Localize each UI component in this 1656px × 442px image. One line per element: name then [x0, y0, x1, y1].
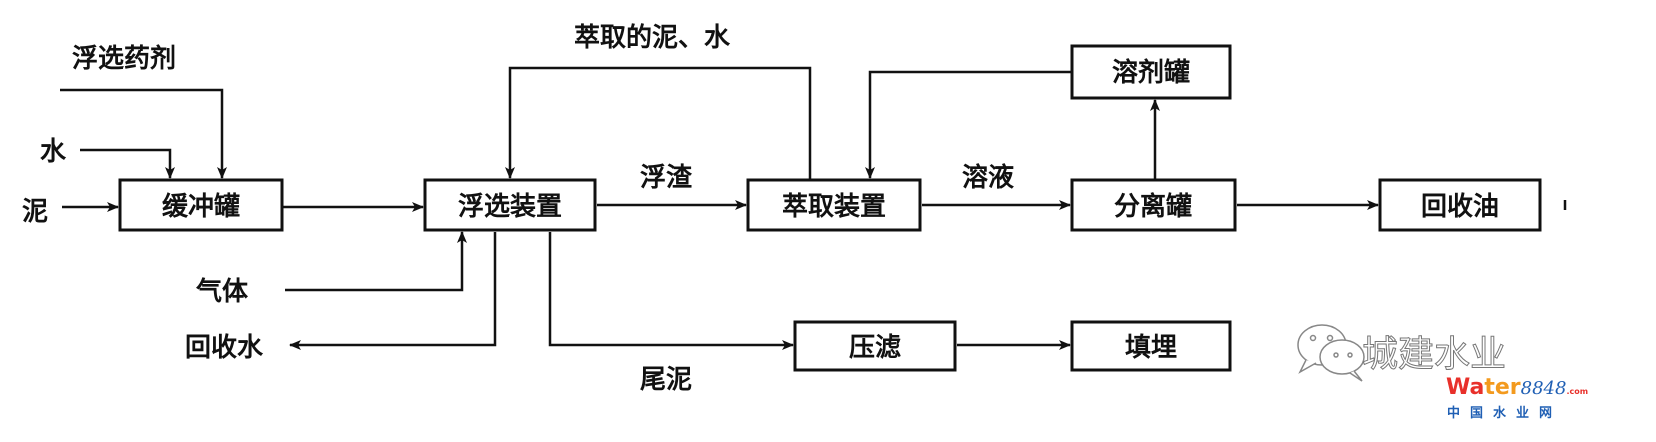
- box-label: 溶剂罐: [1112, 57, 1190, 88]
- arrow-gas: [285, 231, 467, 292]
- label-gas: 气体: [195, 276, 249, 307]
- label-extracted-sludge-water: 萃取的泥、水: [574, 22, 731, 53]
- svg-text:Water8848.com: Water8848.com: [1446, 375, 1588, 400]
- box-label: 压滤: [849, 333, 901, 363]
- watermark-brand: 城建水业: [1362, 334, 1506, 375]
- box-separation-tank: 分离罐: [1070, 178, 1237, 232]
- box-buffer-tank: 缓冲罐: [118, 178, 284, 232]
- label-solution: 溶液: [962, 162, 1014, 193]
- box-filter-press: 压滤: [793, 320, 957, 372]
- box-flotation-unit: 浮选装置: [423, 178, 597, 232]
- box-solvent-tank: 溶剂罐: [1070, 44, 1232, 100]
- arrow-extracted-recycle: [505, 66, 812, 180]
- box-landfill: 填埋: [1070, 320, 1232, 372]
- box-label: 萃取装置: [782, 192, 886, 222]
- box-label: 分离罐: [1114, 191, 1192, 222]
- box-label: 缓冲罐: [162, 191, 240, 222]
- wechat-icon: [1297, 324, 1365, 382]
- box-label: 浮选装置: [458, 192, 562, 222]
- box-extraction-unit: 萃取装置: [746, 178, 922, 232]
- box-label: 回收油: [1421, 192, 1499, 222]
- label-water: 水: [40, 137, 67, 167]
- watermark-site-name: 中国水业网: [1447, 405, 1562, 421]
- label-froth: 浮渣: [640, 163, 693, 193]
- arrow-flotation-agent: [60, 88, 227, 179]
- label-tailings: 尾泥: [640, 365, 692, 395]
- label-flotation-agent: 浮选药剂: [72, 44, 176, 74]
- label-recovered-water: 回收水: [185, 333, 264, 363]
- arrow-water: [80, 148, 175, 179]
- arrow-tailings: [548, 232, 794, 350]
- box-label: 填埋: [1125, 333, 1177, 363]
- arrow-solvent-return: [865, 70, 1072, 179]
- box-recovered-oil: 回收油: [1378, 178, 1542, 232]
- water8848-logo: Water8848.com 中国水业网: [1446, 375, 1588, 421]
- arrow-recovered-water: [289, 232, 497, 350]
- label-sludge: 泥: [22, 197, 48, 227]
